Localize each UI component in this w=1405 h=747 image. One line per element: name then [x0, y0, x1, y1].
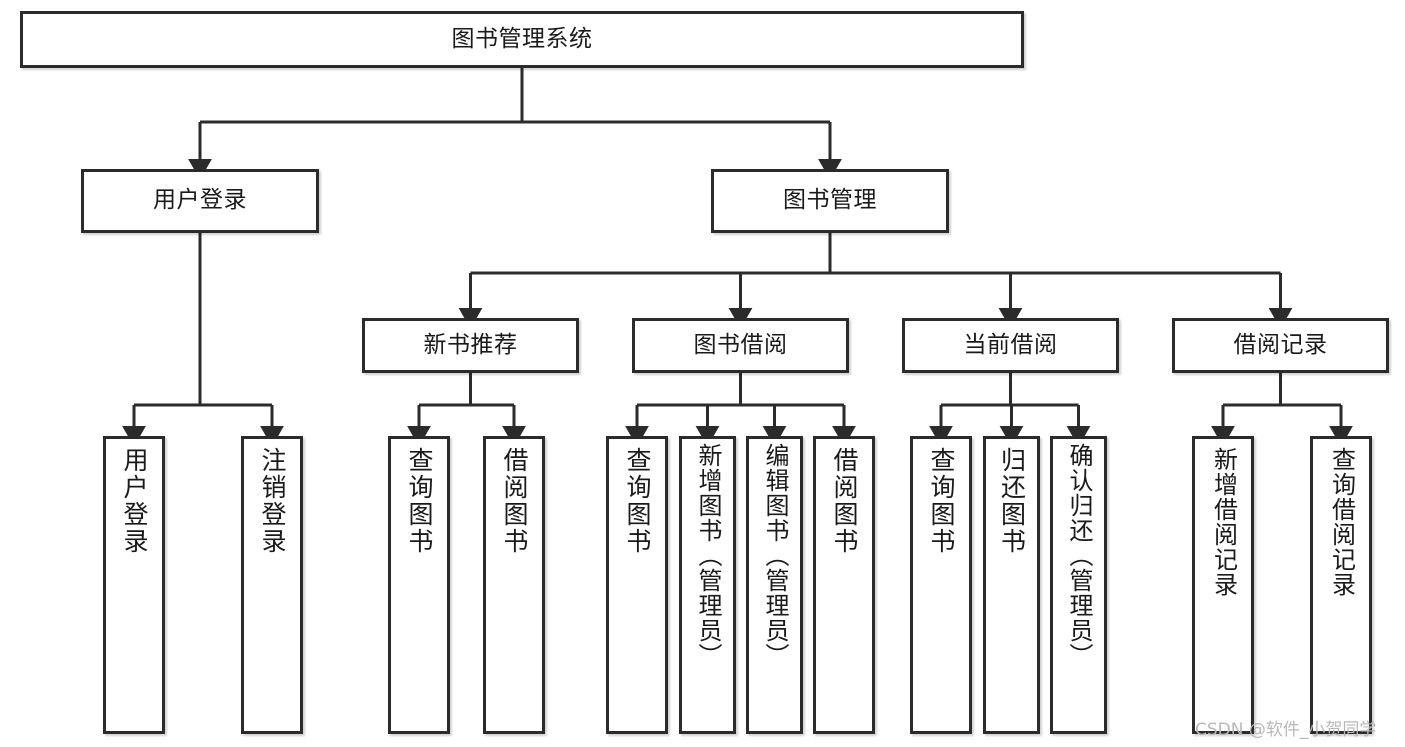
- node-label: 借阅图书: [500, 447, 529, 555]
- node-label: 归还图书: [997, 447, 1027, 555]
- leaf-node-leaf-borrow-book-rec[interactable]: 借阅图书: [483, 436, 545, 734]
- leaf-node-leaf-edit-book-admin[interactable]: 编辑图书（管理员）: [746, 436, 803, 734]
- leaf-node-leaf-borrow-book-borrow[interactable]: 借阅图书: [813, 436, 875, 734]
- node-label: 注销登录: [258, 447, 287, 555]
- node-label: 查询图书: [623, 447, 652, 555]
- node-label: 查询图书: [405, 447, 434, 555]
- level2-node-borrow-record[interactable]: 借阅记录: [1172, 318, 1389, 373]
- node-label: 查询图书: [927, 447, 956, 555]
- node-label: 图书借阅: [693, 331, 788, 358]
- level2-node-book-borrow[interactable]: 图书借阅: [632, 318, 849, 373]
- level1-node-book-management[interactable]: 图书管理: [711, 169, 949, 233]
- leaf-node-leaf-confirm-return-admin[interactable]: 确认归还（管理员）: [1050, 436, 1107, 734]
- node-label: 借阅记录: [1233, 331, 1328, 358]
- level2-node-new-book-recommend[interactable]: 新书推荐: [362, 318, 579, 373]
- csdn-watermark: CSDN @软件_小贺同学: [1195, 720, 1377, 740]
- node-label: 用户登录: [153, 187, 247, 214]
- node-label: 编辑图书（管理员）: [760, 443, 789, 668]
- level1-node-user-login[interactable]: 用户登录: [81, 169, 319, 233]
- leaf-node-leaf-query-borrow-record[interactable]: 查询借阅记录: [1310, 436, 1372, 734]
- node-label: 新书推荐: [423, 331, 518, 358]
- root-node-root[interactable]: 图书管理系统: [20, 11, 1024, 68]
- node-label: 用户登录: [120, 447, 149, 555]
- leaf-node-leaf-logout-login[interactable]: 注销登录: [241, 436, 303, 734]
- leaf-node-leaf-query-book-borrow[interactable]: 查询图书: [606, 436, 668, 734]
- leaf-node-leaf-add-borrow-record[interactable]: 新增借阅记录: [1192, 436, 1254, 734]
- leaf-node-leaf-user-login[interactable]: 用户登录: [103, 436, 165, 734]
- node-label: 确认归还（管理员）: [1064, 443, 1093, 668]
- node-label: 借阅图书: [830, 447, 859, 555]
- leaf-node-leaf-return-book[interactable]: 归还图书: [983, 436, 1040, 734]
- node-label: 图书管理系统: [451, 25, 593, 52]
- node-label: 新增借阅记录: [1209, 447, 1238, 597]
- level2-node-current-borrow[interactable]: 当前借阅: [902, 318, 1119, 373]
- leaf-node-leaf-query-book-current[interactable]: 查询图书: [910, 436, 972, 734]
- leaf-node-leaf-query-book-rec[interactable]: 查询图书: [388, 436, 450, 734]
- node-label: 当前借阅: [963, 331, 1058, 358]
- node-label: 图书管理: [783, 187, 877, 214]
- node-label: 查询借阅记录: [1327, 447, 1356, 597]
- node-label: 新增图书（管理员）: [693, 443, 722, 668]
- leaf-node-leaf-add-book-admin[interactable]: 新增图书（管理员）: [679, 436, 736, 734]
